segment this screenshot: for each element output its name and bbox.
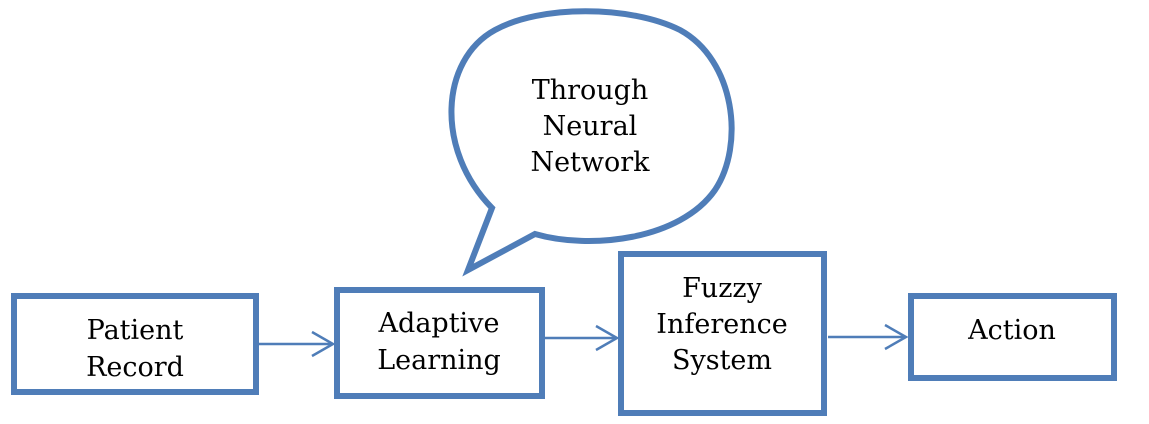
patient-record-line-1: Patient [87, 315, 184, 346]
arrow-adaptive-to-fuzzy [545, 324, 620, 352]
action-label: Action [967, 315, 1056, 346]
speech-bubble-shape [448, 8, 735, 277]
arrow-head [311, 330, 336, 358]
arrow-patient-to-adaptive [258, 330, 336, 358]
patient-record-box [11, 293, 259, 395]
node-fuzzy-inference-system: Fuzzy Inference System [618, 251, 827, 416]
callout-line-3: Network [530, 147, 650, 178]
fuzzy-inference-line-3: System [672, 345, 772, 376]
node-patient-record: Patient Record [11, 293, 259, 395]
node-action: Action [908, 293, 1117, 381]
fuzzy-inference-line-2: Inference [656, 309, 787, 340]
arrow-fuzzy-to-action [828, 323, 909, 351]
arrow-head [884, 323, 909, 351]
arrow-head [595, 324, 620, 352]
patient-record-line-2: Record [86, 352, 184, 383]
node-adaptive-learning: Adaptive Learning [334, 287, 545, 399]
action-box [908, 293, 1117, 381]
neural-network-callout: Through Neural Network [448, 8, 735, 277]
callout-line-2: Neural [543, 111, 638, 142]
fuzzy-inference-box [618, 251, 827, 416]
adaptive-learning-line-2: Learning [377, 345, 501, 376]
callout-line-1: Through [532, 75, 649, 106]
adaptive-learning-box [334, 287, 545, 399]
fuzzy-inference-line-1: Fuzzy [682, 273, 763, 304]
adaptive-learning-line-1: Adaptive [378, 308, 500, 339]
